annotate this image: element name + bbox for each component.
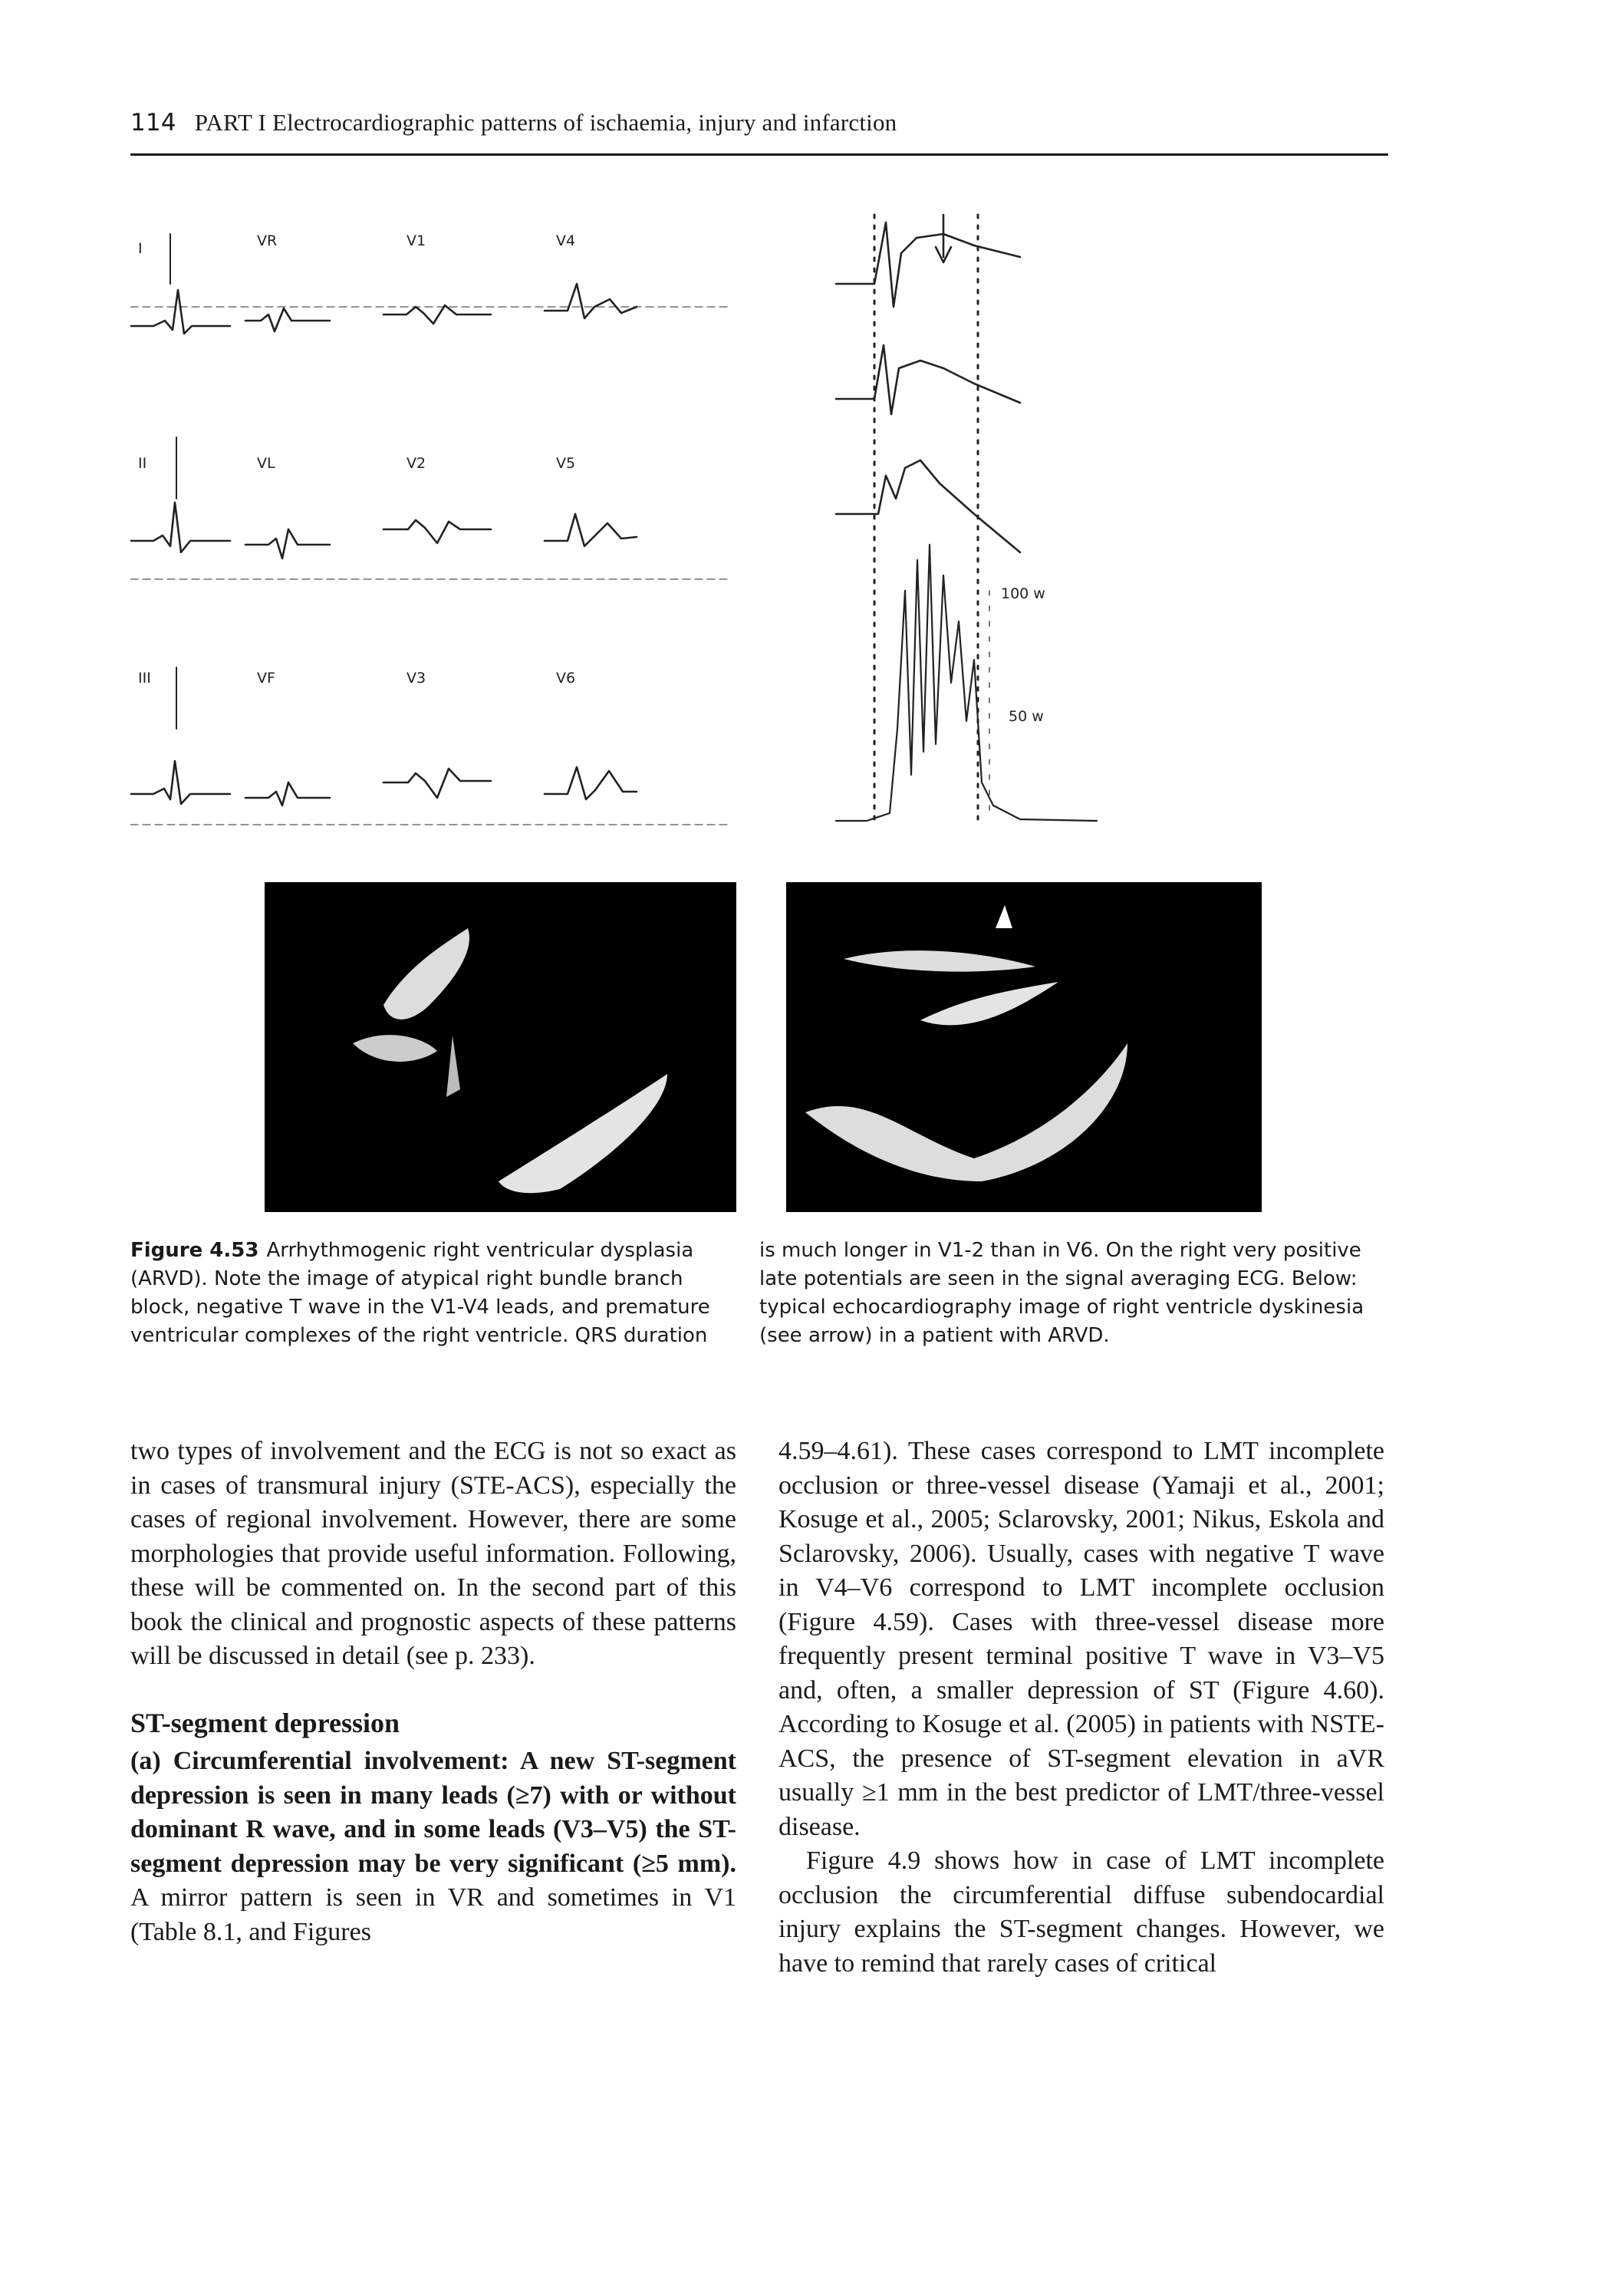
- ecg-trace-II: [130, 501, 232, 554]
- caption-text-left: Arrhythmogenic right ventricular dysplas…: [130, 1239, 710, 1347]
- paragraph: two types of involvement and the ECG is …: [130, 1437, 736, 1670]
- lead-label-1: VR: [257, 232, 277, 249]
- sa-trace-x: [834, 221, 1022, 308]
- running-head: 114 PART I Electrocardiographic patterns …: [130, 109, 897, 137]
- lead-label-9: VF: [257, 670, 275, 687]
- ecg-trace-V1: [382, 304, 492, 325]
- echo-image-left: [265, 882, 736, 1212]
- figure-caption-right: is much longer in V1-2 than in V6. On th…: [759, 1237, 1373, 1350]
- sa-trace-z: [834, 459, 1022, 554]
- sa-label-100w: 100 w: [1001, 585, 1045, 602]
- bold-lead: (a) Circumferential involvement: A new S…: [130, 1747, 736, 1878]
- header-rule: [130, 153, 1388, 156]
- ecg-trace-V2: [382, 519, 492, 545]
- lead-label-0: I: [138, 240, 143, 257]
- paragraph-circumferential: (a) Circumferential involvement: A new S…: [130, 1744, 736, 1949]
- section-heading: ST-segment depression: [130, 1707, 400, 1738]
- ecg-12-lead-panel: [130, 233, 729, 825]
- paragraph: 4.59–4.61). These cases correspond to LM…: [778, 1437, 1384, 1841]
- body-column-left: two types of involvement and the ECG is …: [130, 1435, 736, 1949]
- ecg-trace-VF: [244, 781, 331, 807]
- ecg-trace-I: [130, 288, 232, 335]
- ecg-trace-V6: [543, 766, 638, 801]
- lead-label-11: V6: [556, 670, 575, 687]
- echo-arrow-icon: [996, 905, 1012, 928]
- running-title: PART I Electrocardiographic patterns of …: [194, 109, 897, 136]
- lead-label-4: II: [138, 455, 146, 472]
- paragraph: Figure 4.9 shows how in case of LMT inco…: [778, 1846, 1384, 1978]
- signal-averaging-panel: [834, 213, 1098, 822]
- lead-label-3: V4: [556, 232, 575, 249]
- ecg-trace-VL: [244, 528, 331, 560]
- ecg-trace-V5: [543, 512, 638, 548]
- page-number: 114: [130, 109, 176, 137]
- sa-label-50w: 50 w: [1009, 708, 1044, 725]
- lead-label-7: V5: [556, 455, 575, 472]
- paragraph-rest: A mirror pattern is seen in VR and somet…: [130, 1883, 736, 1946]
- echo-image-right: [786, 882, 1262, 1212]
- lead-label-8: III: [138, 670, 151, 687]
- figure-label: Figure 4.53: [130, 1239, 259, 1262]
- lead-label-6: V2: [407, 455, 426, 472]
- ecg-trace-V4: [543, 282, 638, 320]
- body-column-right: 4.59–4.61). These cases correspond to LM…: [778, 1435, 1384, 1981]
- lead-label-10: V3: [407, 670, 426, 687]
- caption-text-right: is much longer in V1-2 than in V6. On th…: [759, 1239, 1364, 1347]
- ecg-trace-III: [130, 759, 232, 805]
- lead-label-5: VL: [257, 455, 275, 472]
- ecg-trace-VR: [244, 307, 331, 333]
- ecg-trace-V3: [382, 767, 492, 799]
- figure-4-53: I VR V1 V4 II VL V2 V5 III VF V3 V6 100 …: [130, 213, 1262, 1212]
- sa-filtered-qrs: [834, 543, 1098, 822]
- lead-label-2: V1: [407, 232, 426, 249]
- sa-trace-y: [834, 344, 1022, 416]
